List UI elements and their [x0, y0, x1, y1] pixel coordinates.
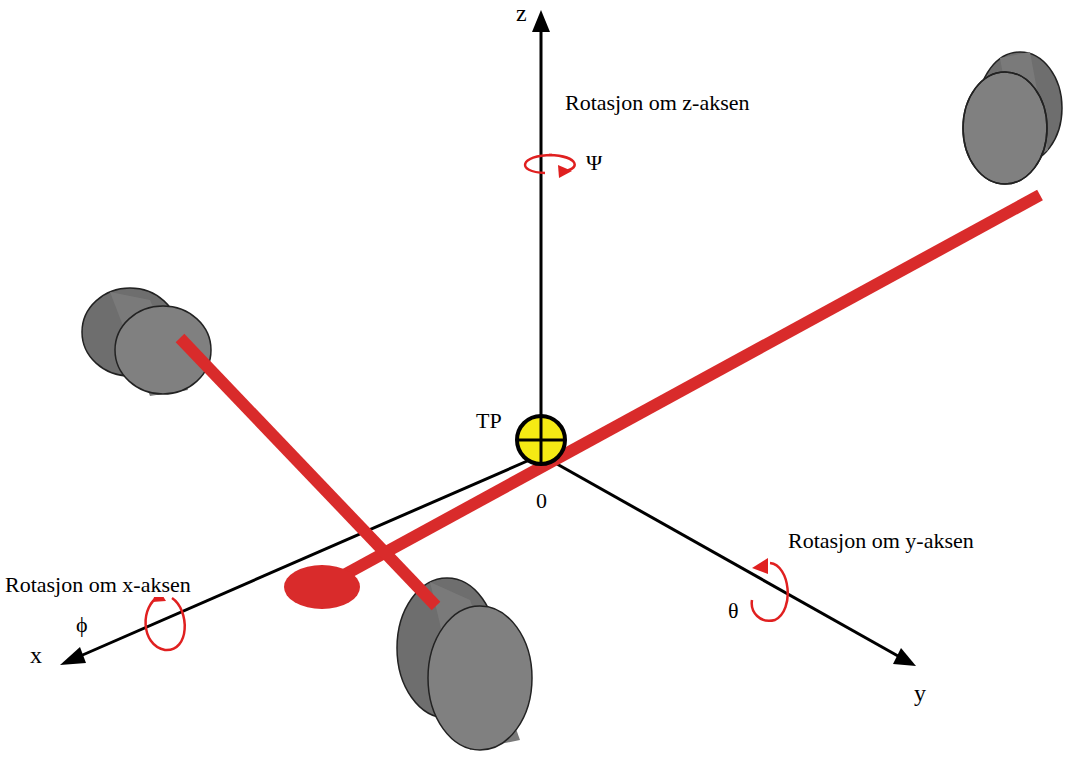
centre-of-mass-symbol: [517, 416, 565, 464]
axis-label: x: [28, 642, 44, 670]
angle-symbol: Ψ: [584, 150, 604, 175]
rotor: [963, 52, 1062, 184]
arrow-head: [60, 647, 86, 665]
rotors: [82, 52, 1062, 750]
rotation-arrows: [146, 155, 788, 650]
hub: [284, 565, 360, 609]
angle-symbol: θ: [726, 598, 741, 623]
y-axis: [541, 455, 898, 656]
frame-arms: [180, 195, 1040, 606]
rotation-arrow: [752, 563, 788, 621]
axis-label: z: [514, 0, 529, 28]
arm: [180, 338, 436, 606]
z-axis: [540, 28, 543, 440]
rotation-caption: Rotasjon om x-aksen: [3, 572, 193, 597]
arm: [322, 195, 1040, 587]
arrow-head: [893, 648, 916, 666]
arrow-head: [532, 10, 550, 32]
rotation-arrow: [146, 596, 185, 650]
centre-label: TP: [474, 408, 504, 433]
rotor: [397, 578, 532, 750]
axis-label: y: [912, 680, 928, 708]
angle-symbol: ϕ: [74, 612, 90, 637]
rotation-caption: Rotasjon om z-aksen: [563, 90, 752, 115]
rotation-caption: Rotasjon om y-aksen: [786, 528, 976, 553]
origin-label: 0: [534, 488, 549, 513]
